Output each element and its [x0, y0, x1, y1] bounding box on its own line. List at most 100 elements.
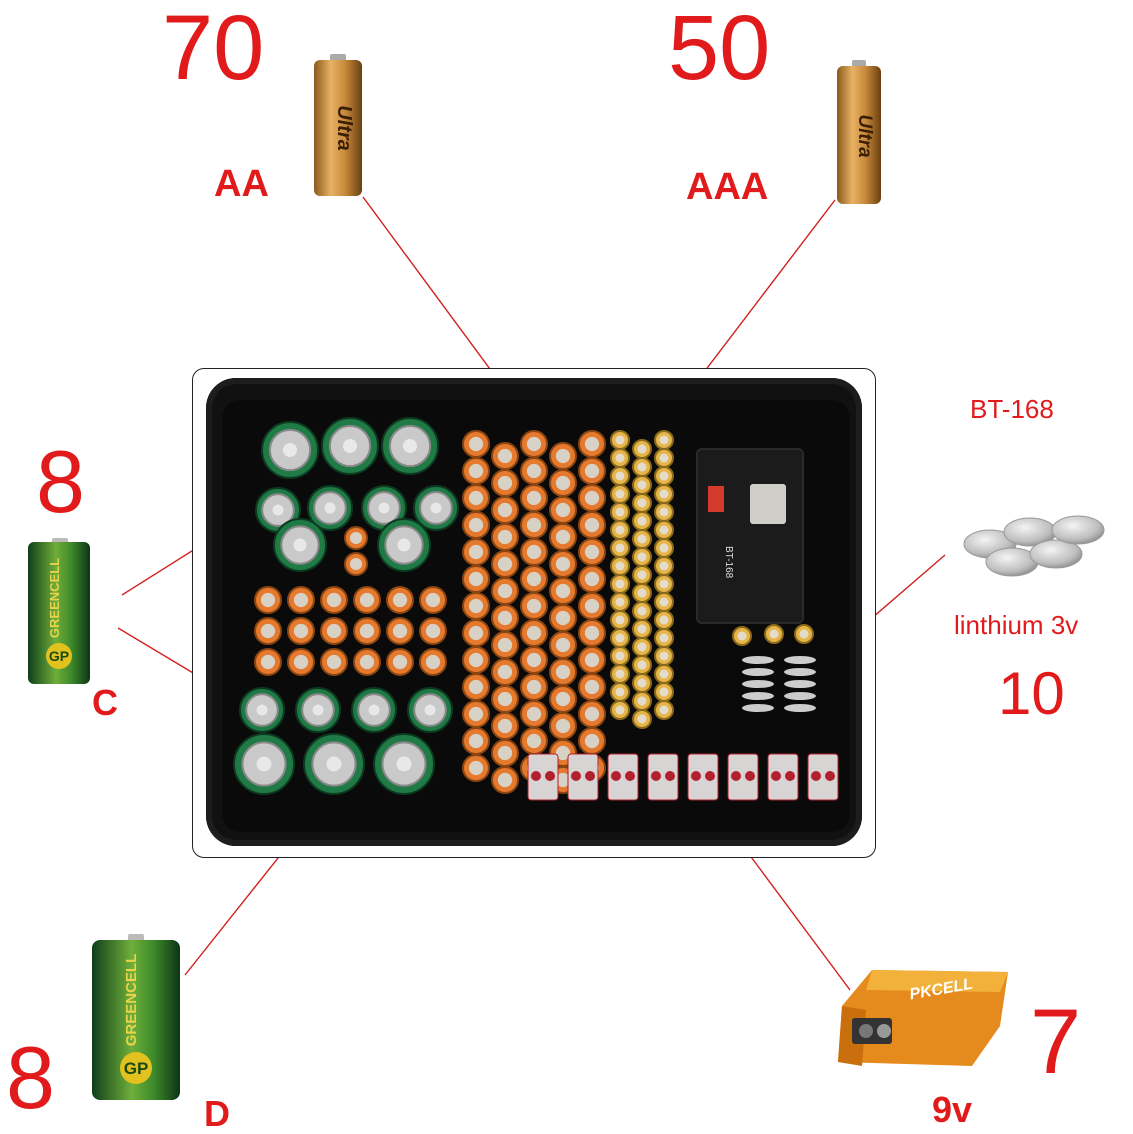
- aa-cell-col-1-11-top: [497, 745, 513, 761]
- aaa-cell-1-14-top: [637, 696, 647, 706]
- aaa-cell-2-3-top: [659, 489, 669, 499]
- c-cell-bottom-0-terminal: [256, 704, 268, 716]
- aa-cell-col-3-7-top: [555, 637, 571, 653]
- aaa-cell-2-15-top: [659, 705, 669, 715]
- nine-volt-terminal-b-6: [785, 771, 795, 781]
- aaa-cell-2-10-top: [659, 615, 669, 625]
- c-cell-bottom-3-terminal: [424, 704, 436, 716]
- aaa-gp-brand-print: Ultra: [854, 114, 875, 158]
- d-cell-top-2-terminal: [403, 439, 417, 453]
- nine-volt-slot-2: [607, 753, 639, 801]
- nine-volt-terminal-b-7: [825, 771, 835, 781]
- nine-volt-slot-6: [767, 753, 799, 801]
- aaa-cell-0-12-top: [615, 651, 625, 661]
- nine-volt-name-label: 9v: [932, 1089, 973, 1130]
- nine-volt-terminal-a-2: [611, 771, 621, 781]
- aaa-cell-0-5-top: [615, 525, 625, 535]
- aa-cell-col-2-0-top: [526, 436, 542, 452]
- aa-cell-col-3-12-top: [555, 772, 571, 788]
- d-cell-mid-1-terminal: [397, 538, 411, 552]
- nine-volt-slot-0: [527, 753, 559, 801]
- tester-name-label: BT-168: [970, 394, 1054, 424]
- aa-cell-col-3-1-top: [555, 475, 571, 491]
- c-cell-top-0-terminal: [272, 504, 284, 516]
- d-cell-top-0-terminal: [283, 443, 297, 457]
- aa-cell-left-2-1-top: [293, 654, 309, 670]
- aaa-cell-2-6-top: [659, 543, 669, 553]
- aa-cell-col-0-7-top: [468, 625, 484, 641]
- aa-cell-left-0-2-top: [326, 592, 342, 608]
- aaa-cell-0-14-top: [615, 687, 625, 697]
- coin-cell-2-1: [784, 680, 816, 688]
- aaa-cell-1-4-top: [637, 516, 647, 526]
- coin-slot-1-top: [769, 629, 779, 639]
- aa-cell-col-3-11-top: [555, 745, 571, 761]
- coin-slot-2-top: [799, 629, 809, 639]
- aaa-cell-1-1-top: [637, 462, 647, 472]
- aa-cell-left-1-2-top: [326, 623, 342, 639]
- aaa-cell-2-7-top: [659, 561, 669, 571]
- nine-volt-terminal-a-4: [691, 771, 701, 781]
- aa-cell-col-4-1-top: [584, 463, 600, 479]
- aaa-cell-2-2-top: [659, 471, 669, 481]
- aa-cell-left-1-4-top: [392, 623, 408, 639]
- aa-cell-col-1-4-top: [497, 556, 513, 572]
- battery-tester: BT-168: [696, 448, 804, 624]
- coin-cell-1-1: [784, 668, 816, 676]
- aa-cell-col-1-1-top: [497, 475, 513, 491]
- aa-cell-col-3-9-top: [555, 691, 571, 707]
- aaa-cell-1-9-top: [637, 606, 647, 616]
- aa-cell-col-2-1-top: [526, 463, 542, 479]
- aa-cell-col-0-0-top: [468, 436, 484, 452]
- aa-cell-col-4-7-top: [584, 625, 600, 641]
- nine-volt-terminal-b-4: [705, 771, 715, 781]
- aaa-cell-0-10-top: [615, 615, 625, 625]
- nine-volt-terminal-a-0: [531, 771, 541, 781]
- c-cell-bottom-2-terminal: [368, 704, 380, 716]
- aa-cell-col-4-4-top: [584, 544, 600, 560]
- aa-cell-left-0-4-top: [392, 592, 408, 608]
- aa-cell-col-1-5-top: [497, 583, 513, 599]
- aaa-cell-0-0-top: [615, 435, 625, 445]
- aaa-cell-1-7-top: [637, 570, 647, 580]
- nine-volt-slot-1: [567, 753, 599, 801]
- aaa-cell-2-4-top: [659, 507, 669, 517]
- aa-cell-col-0-4-top: [468, 544, 484, 560]
- aaa-cell-0-4-top: [615, 507, 625, 517]
- aa-gp-brand-print: Ultra: [333, 105, 355, 151]
- aa-cell-left-1-3-top: [359, 623, 375, 639]
- aaa-cell-1-2-top: [637, 480, 647, 490]
- aa-cell-col-1-9-top: [497, 691, 513, 707]
- tester-model-print: BT-168: [723, 546, 734, 579]
- c-gp-print: GP: [49, 648, 69, 664]
- aaa-cell-0-15-top: [615, 705, 625, 715]
- aa-cell-col-0-1-top: [468, 463, 484, 479]
- d-cell-top-1-terminal: [343, 439, 357, 453]
- aa-cell-col-3-0-top: [555, 448, 571, 464]
- c-cell-top-1-terminal: [324, 502, 336, 514]
- aa-cell-col-2-10-top: [526, 706, 542, 722]
- aa-cell-col-2-7-top: [526, 625, 542, 641]
- coin-cell-4-1: [784, 704, 816, 712]
- coin-cell-0-0: [742, 656, 774, 664]
- aa-cell-col-2-11-top: [526, 733, 542, 749]
- d-cell-bottom-1-terminal: [326, 756, 342, 772]
- aa-cell-left-1-5-top: [425, 623, 441, 639]
- aaa-cell-0-3-top: [615, 489, 625, 499]
- aa-cell-col-0-5-top: [468, 571, 484, 587]
- nine-volt-terminal-b-0: [545, 771, 555, 781]
- aa-cell-col-1-3-top: [497, 529, 513, 545]
- coin-cell-3-0: [742, 692, 774, 700]
- aaa-cell-1-0-top: [637, 444, 647, 454]
- aa-cell-left-0-5-top: [425, 592, 441, 608]
- nine-volt-slot-4: [687, 753, 719, 801]
- aa-cell-col-2-4-top: [526, 544, 542, 560]
- aa-cell-left-2-5-top: [425, 654, 441, 670]
- nine-volt-terminal-b-2: [625, 771, 635, 781]
- aa-cell-col-3-2-top: [555, 502, 571, 518]
- aa-cell-left-1-1-top: [293, 623, 309, 639]
- lithium-coin-cells-image: [963, 515, 1105, 577]
- aaa-cell-0-2-top: [615, 471, 625, 481]
- aa-cell-mid-0-top: [349, 531, 363, 545]
